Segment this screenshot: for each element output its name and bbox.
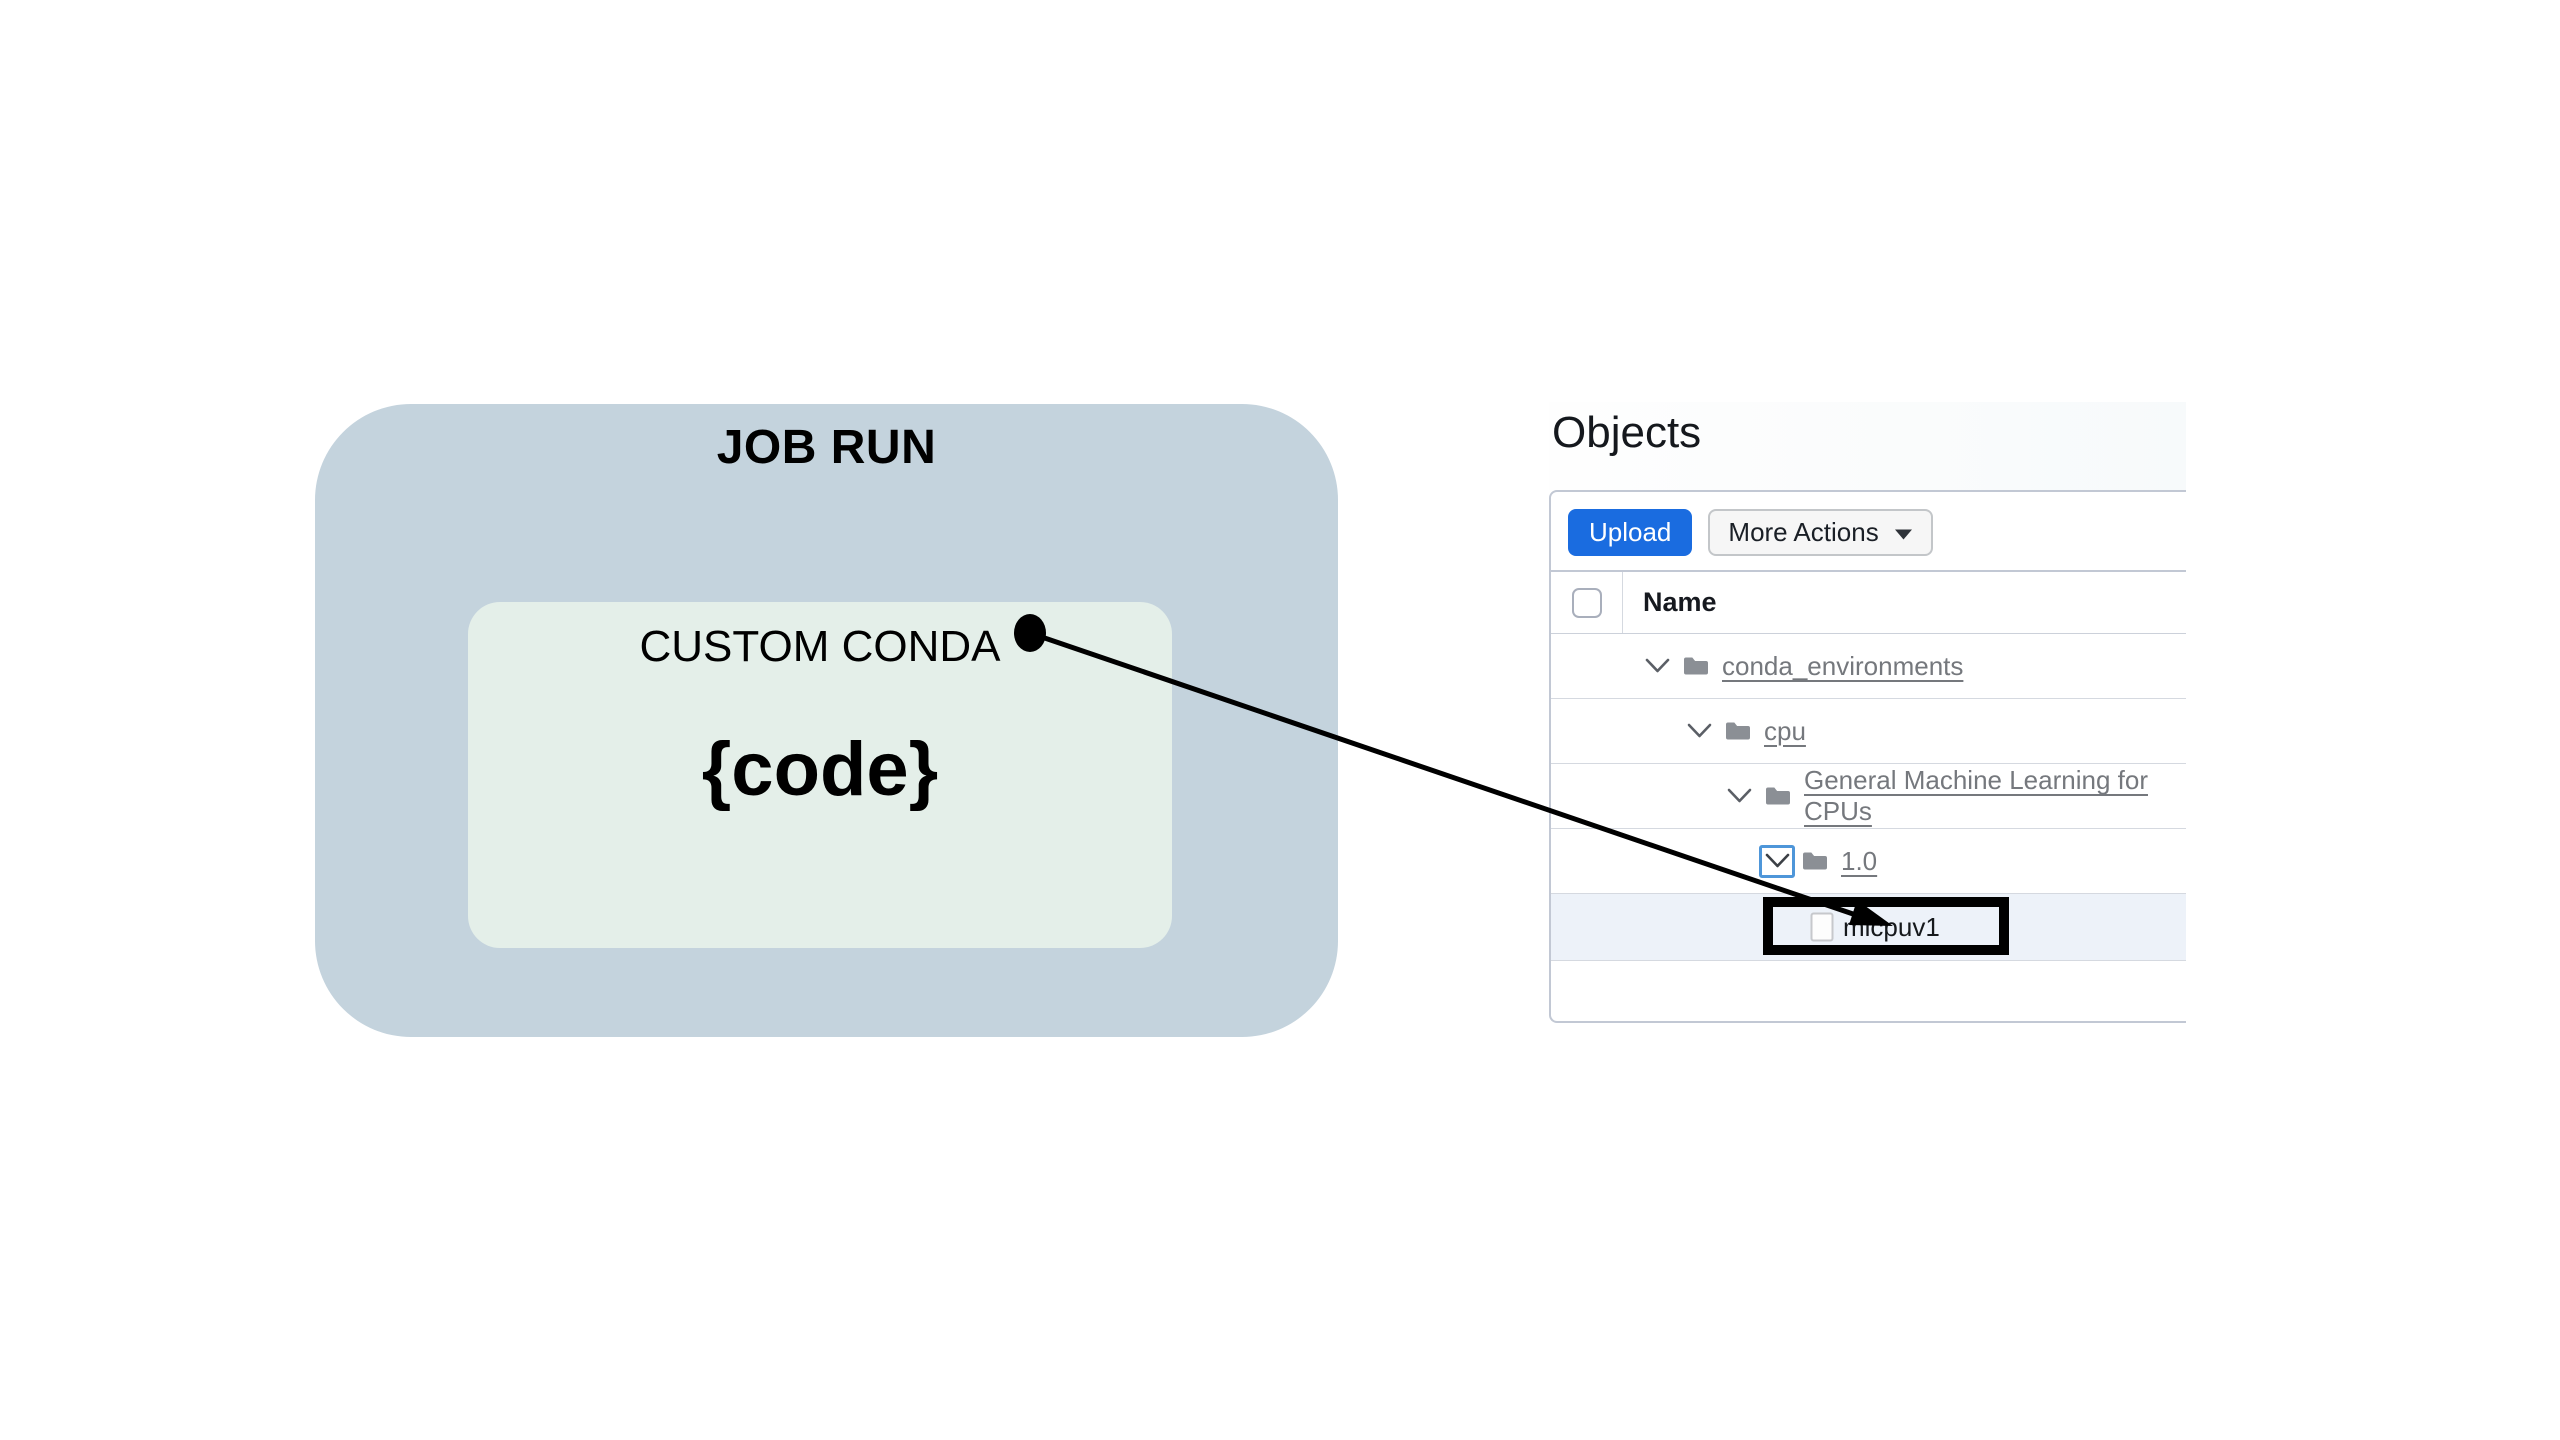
annotation-highlight-box [1763,897,2009,955]
select-all-cell [1551,572,1623,633]
custom-conda-box: CUSTOM CONDA {code} [468,602,1172,948]
folder-icon [1724,720,1752,742]
table-row: conda_environments [1551,634,2186,699]
folder-icon [1764,785,1792,807]
objects-title-strip: Objects [1549,402,2186,490]
table-header-row: Name [1551,572,2186,634]
folder-link[interactable]: 1.0 [1841,845,1878,876]
code-label: {code} [701,727,939,812]
objects-toolbar: Upload More Actions [1551,492,2186,572]
folder-link[interactable]: General Machine Learning for CPUs [1804,765,2148,826]
chevron-down-icon[interactable] [1727,788,1752,804]
chevron-down-icon[interactable] [1687,723,1712,739]
folder-icon [1801,850,1829,872]
more-actions-button[interactable]: More Actions [1708,509,1933,556]
job-run-box: JOB RUN CUSTOM CONDA {code} [315,404,1338,1037]
chevron-down-icon [1765,853,1790,869]
chevron-down-icon[interactable] [1645,658,1670,674]
table-row: General Machine Learning for CPUs [1551,764,2186,829]
folder-icon [1682,655,1710,677]
folder-link[interactable]: conda_environments [1722,650,1964,681]
select-all-checkbox[interactable] [1571,587,1602,618]
upload-button[interactable]: Upload [1568,509,1693,556]
table-row: 1.0 [1551,829,2186,894]
name-column-header: Name [1643,587,1717,617]
page-title: Objects [1552,408,1702,457]
custom-conda-title: CUSTOM CONDA [639,622,1001,671]
caret-down-icon [1894,517,1913,548]
folder-link[interactable]: cpu [1764,715,1806,746]
table-row: cpu [1551,699,2186,764]
job-run-title: JOB RUN [716,421,937,474]
more-actions-label: More Actions [1728,517,1879,547]
focused-chevron-box[interactable] [1759,844,1795,878]
